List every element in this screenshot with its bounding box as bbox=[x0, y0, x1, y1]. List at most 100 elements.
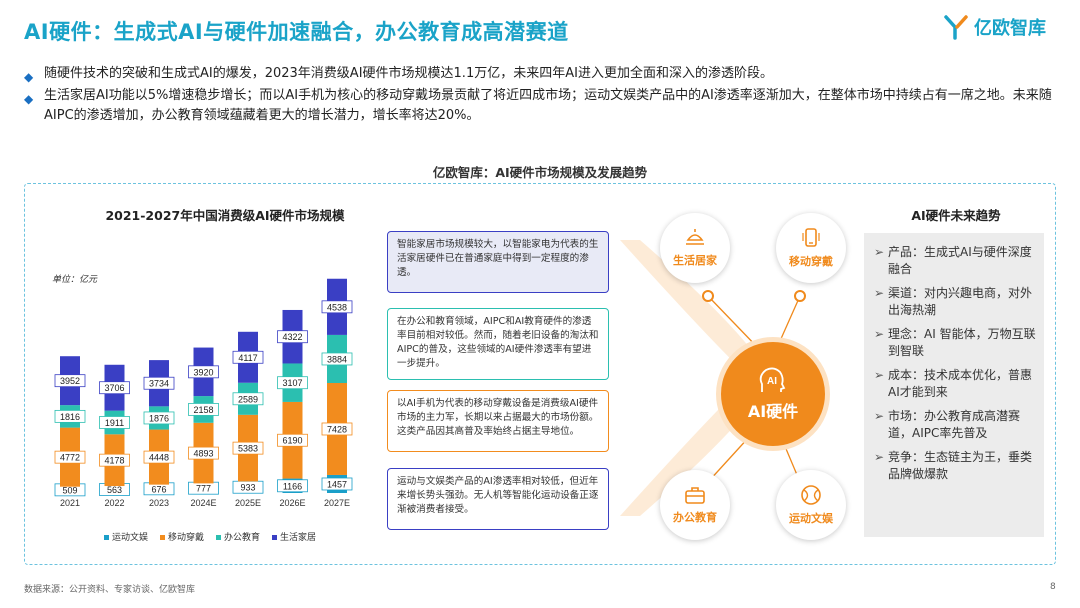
info-box-mobile: 以AI手机为代表的移动穿戴设备是消费级AI硬件市场的主力军，长期以来占据最大的市… bbox=[387, 390, 609, 452]
x-tick-label: 2026E bbox=[279, 498, 305, 508]
data-label-box bbox=[54, 450, 86, 464]
logo-icon bbox=[944, 15, 968, 40]
data-label-box bbox=[54, 374, 86, 388]
trend-item: ➢成本：技术成本优化，普惠AI才能到来 bbox=[874, 367, 1036, 401]
data-label: 1876 bbox=[149, 413, 169, 423]
info-box-home: 智能家居市场规模较大，以智能家电为代表的生活家居硬件已在普通家庭中得到一定程度的… bbox=[387, 231, 609, 293]
data-label: 1816 bbox=[60, 412, 80, 422]
chart-title: 2021-2027年中国消费级AI硬件市场规模 bbox=[105, 208, 345, 223]
bullet-item: ◆ 随硬件技术的突破和生成式AI的爆发，2023年消费级AI硬件市场规模达1.1… bbox=[24, 64, 1064, 84]
arrow-right-icon: ➢ bbox=[874, 327, 885, 341]
trend-text: 成本：技术成本优化，普惠AI才能到来 bbox=[888, 368, 1033, 399]
chart-unit: 单位：亿元 bbox=[52, 275, 98, 285]
data-label-box bbox=[321, 352, 353, 366]
data-label: 4893 bbox=[193, 449, 213, 459]
data-label: 4538 bbox=[327, 302, 347, 312]
legend-label: 办公教育 bbox=[224, 531, 260, 542]
info-box-sports: 运动与文娱类产品的AI渗透率相对较低，但近年来增长势头强劲。无人机等智能化运动设… bbox=[387, 468, 609, 530]
data-label-box bbox=[232, 441, 264, 455]
data-label: 3107 bbox=[282, 378, 302, 388]
data-label-box bbox=[188, 446, 219, 460]
page-number: 8 bbox=[1050, 582, 1056, 592]
data-label: 2589 bbox=[238, 394, 258, 404]
trend-item: ➢竞争：生态链主为王，垂类品牌做爆款 bbox=[874, 449, 1036, 483]
panel-title: 亿欧智库：AI硬件市场规模及发展趋势 bbox=[432, 165, 648, 180]
data-label-box bbox=[143, 411, 175, 425]
trend-item: ➢渠道：对内兴趣电商，对外出海热潮 bbox=[874, 285, 1036, 319]
data-label: 509 bbox=[62, 485, 77, 495]
data-label: 6190 bbox=[282, 436, 302, 446]
hub-node-label: 生活居家 bbox=[673, 254, 717, 267]
x-tick-label: 2024E bbox=[190, 498, 216, 508]
data-label: 1911 bbox=[105, 418, 124, 428]
data-label: 3884 bbox=[327, 354, 347, 364]
data-label-box bbox=[277, 479, 308, 493]
data-label-box bbox=[232, 392, 264, 406]
data-label-box bbox=[277, 330, 308, 344]
source-note: 数据来源：公开资料、专家访谈、亿欧智库 bbox=[24, 585, 196, 595]
legend-swatch bbox=[272, 535, 277, 540]
data-label: 3706 bbox=[104, 383, 124, 393]
x-tick-label: 2027E bbox=[324, 498, 350, 508]
arrow-right-icon: ➢ bbox=[874, 450, 885, 464]
data-label: 933 bbox=[240, 483, 255, 493]
data-label: 7428 bbox=[327, 424, 347, 434]
trend-text: 竞争：生态链主为王，垂类品牌做爆款 bbox=[888, 450, 1033, 481]
x-tick-label: 2023 bbox=[149, 498, 169, 508]
ai-head-icon: AI bbox=[759, 367, 786, 392]
hub-node-home: 生活居家 bbox=[660, 213, 730, 283]
data-label: 4448 bbox=[149, 453, 169, 463]
trend-text: 市场：办公教育成高潜赛道，AIPC率先普及 bbox=[888, 409, 1021, 440]
trends-title: AI硬件未来趋势 bbox=[911, 208, 1001, 223]
legend-label: 运动文娱 bbox=[112, 531, 148, 542]
bullet-item: ◆ 生活家居AI功能以5%增速稳步增长；而以AI手机为核心的移动穿戴场景贡献了将… bbox=[24, 86, 1064, 126]
page-title: AI硬件：生成式AI与硬件加速融合，办公教育成高潜赛道 bbox=[24, 20, 569, 44]
hub-node-label: 移动穿戴 bbox=[789, 255, 833, 268]
trend-text: 产品：生成式AI与硬件深度融合 bbox=[888, 245, 1032, 276]
data-label: 3734 bbox=[149, 379, 169, 389]
legend-swatch bbox=[160, 535, 165, 540]
data-label: 3952 bbox=[60, 376, 80, 386]
trend-item: ➢理念：AI 智能体，万物互联到智联 bbox=[874, 326, 1036, 360]
bullet-text: 生活家居AI功能以5%增速稳步增长；而以AI手机为核心的移动穿戴场景贡献了将近四… bbox=[44, 88, 1052, 123]
data-label-box bbox=[143, 376, 175, 390]
arrow-right-icon: ➢ bbox=[874, 368, 885, 382]
data-label-box bbox=[99, 381, 130, 395]
data-label: 777 bbox=[196, 484, 211, 494]
hub-node-label: 办公教育 bbox=[673, 511, 717, 524]
legend-label: 移动穿戴 bbox=[168, 531, 204, 542]
trend-text: 理念：AI 智能体，万物互联到智联 bbox=[888, 327, 1036, 358]
hub-node-sports: 运动文娱 bbox=[776, 470, 846, 540]
data-label-box bbox=[188, 403, 219, 416]
data-label-box bbox=[99, 416, 130, 429]
desk-lamp-icon bbox=[686, 229, 704, 245]
brand-logo: 亿欧智库 bbox=[944, 14, 1046, 40]
trend-item: ➢市场：办公教育成高潜赛道，AIPC率先普及 bbox=[874, 408, 1036, 442]
legend-swatch bbox=[216, 535, 221, 540]
data-label: 2158 bbox=[193, 405, 213, 415]
data-label: 563 bbox=[107, 485, 122, 495]
data-label: 1457 bbox=[327, 479, 347, 489]
briefcase-icon bbox=[685, 487, 705, 504]
arrow-right-icon: ➢ bbox=[874, 409, 885, 423]
hub-node-mobile: 移动穿戴 bbox=[776, 213, 846, 283]
x-tick-label: 2022 bbox=[104, 498, 124, 508]
hub-center: AI AI硬件 bbox=[716, 337, 830, 451]
data-label-box bbox=[321, 300, 353, 314]
data-label: 4117 bbox=[238, 353, 257, 363]
data-label-box bbox=[277, 433, 308, 447]
data-label-box bbox=[232, 350, 264, 364]
data-label: 676 bbox=[151, 484, 166, 494]
trends-box: ➢产品：生成式AI与硬件深度融合 ➢渠道：对内兴趣电商，对外出海热潮 ➢理念：A… bbox=[864, 233, 1044, 537]
ball-icon bbox=[801, 485, 821, 505]
diamond-bullet-icon: ◆ bbox=[24, 70, 34, 84]
stacked-bar-chart: 5094772181639522021563417819113706202267… bbox=[54, 278, 353, 542]
data-label: 4178 bbox=[104, 456, 124, 466]
diamond-bullet-icon: ◆ bbox=[24, 92, 34, 106]
arrow-right-icon: ➢ bbox=[874, 245, 885, 259]
hub-node-office: 办公教育 bbox=[660, 470, 730, 540]
data-label: 4772 bbox=[60, 453, 80, 463]
data-label: 3920 bbox=[193, 367, 213, 377]
bullet-text: 随硬件技术的突破和生成式AI的爆发，2023年消费级AI硬件市场规模达1.1万亿… bbox=[44, 66, 773, 81]
data-label-box bbox=[54, 409, 86, 423]
